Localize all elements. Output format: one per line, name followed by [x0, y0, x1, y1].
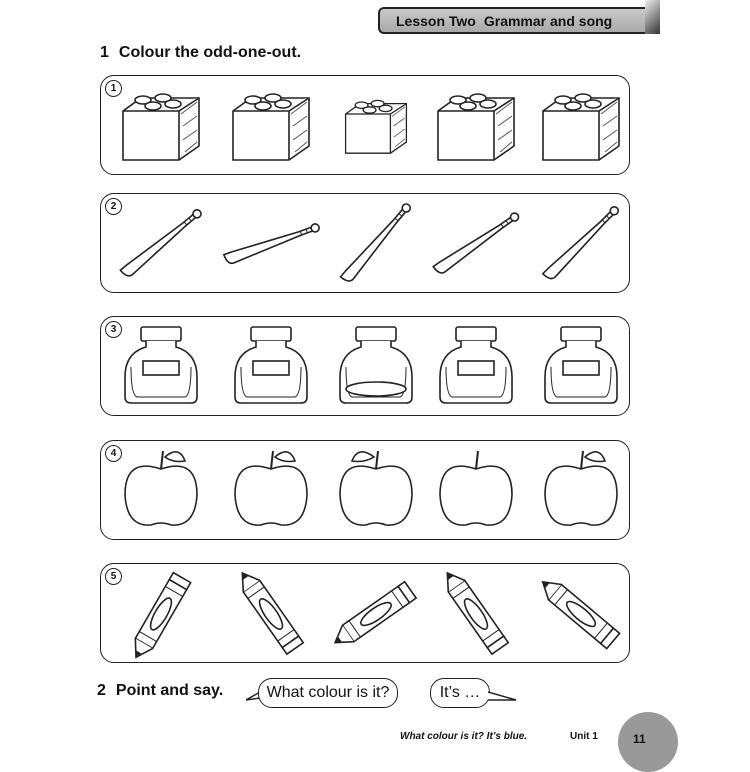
ink-bottle-icon[interactable]	[234, 326, 308, 404]
header-corner	[645, 0, 660, 34]
speech-bubble-tail	[246, 691, 261, 701]
baseball-bat-icon[interactable]	[541, 204, 621, 282]
row-number-badge: 5	[105, 568, 122, 585]
ink-bottle-icon[interactable]	[544, 326, 618, 404]
exercise-row-3: 3	[100, 316, 630, 416]
speech-bubble-answer: It’s …	[430, 678, 490, 708]
speech-bubble-question: What colour is it?	[258, 678, 398, 708]
row-number-badge: 3	[105, 321, 122, 338]
row-items	[122, 93, 620, 161]
exercise-row-1: 1	[100, 75, 630, 175]
baseball-bat-icon[interactable]	[119, 207, 203, 279]
page-number-badge: 11	[618, 712, 678, 772]
lego-brick-icon[interactable]	[344, 99, 408, 154]
crayon-icon[interactable]	[234, 567, 305, 656]
row-number-badge: 1	[105, 80, 122, 97]
lego-brick-icon[interactable]	[542, 93, 620, 161]
ink-bottle-icon[interactable]	[439, 326, 513, 404]
crayon-icon[interactable]	[127, 571, 192, 663]
lesson-label: Lesson Two	[396, 12, 476, 29]
exercise-number: 1	[100, 44, 109, 61]
apple-icon[interactable]	[234, 450, 308, 526]
exercise-row-5: 5	[100, 563, 630, 663]
exercise-row-4: 4	[100, 440, 630, 540]
exercise-instruction: Point and say.	[115, 682, 224, 699]
exercise-instruction: Colour the odd-one-out.	[118, 44, 302, 61]
ink-bottle-icon[interactable]	[339, 326, 413, 404]
apple-icon[interactable]	[544, 450, 618, 526]
speech-bubble-tail	[488, 691, 517, 701]
row-number-badge: 4	[105, 445, 122, 462]
baseball-bat-icon[interactable]	[432, 210, 520, 276]
apple-icon[interactable]	[439, 450, 513, 526]
unit-label: Unit 1	[570, 731, 598, 742]
ink-bottle-icon[interactable]	[124, 326, 198, 404]
exercise-2-title: 2 Point and say.	[97, 682, 223, 700]
lego-brick-icon[interactable]	[232, 93, 310, 161]
lesson-header: Lesson Two Grammar and song	[378, 7, 658, 34]
exercise-1-title: 1 Colour the odd-one-out.	[100, 44, 301, 62]
apple-icon[interactable]	[339, 450, 413, 526]
crayon-icon[interactable]	[439, 567, 510, 656]
page-number: 11	[633, 732, 646, 746]
apple-icon[interactable]	[124, 450, 198, 526]
row-items	[119, 201, 621, 284]
lego-brick-icon[interactable]	[122, 93, 200, 161]
row-items	[124, 450, 618, 526]
crayon-icon[interactable]	[329, 580, 418, 651]
lesson-title: Grammar and song	[483, 12, 613, 29]
row-number-badge: 2	[105, 198, 122, 215]
baseball-bat-icon[interactable]	[222, 221, 321, 265]
baseball-bat-icon[interactable]	[339, 201, 413, 284]
crayon-icon[interactable]	[536, 574, 621, 650]
lego-brick-icon[interactable]	[437, 93, 515, 161]
row-items	[127, 567, 621, 663]
footer-sentence: What colour is it? It’s blue.	[400, 731, 528, 742]
row-items	[124, 326, 618, 404]
exercise-number: 2	[97, 682, 106, 699]
exercise-row-2: 2	[100, 193, 630, 293]
